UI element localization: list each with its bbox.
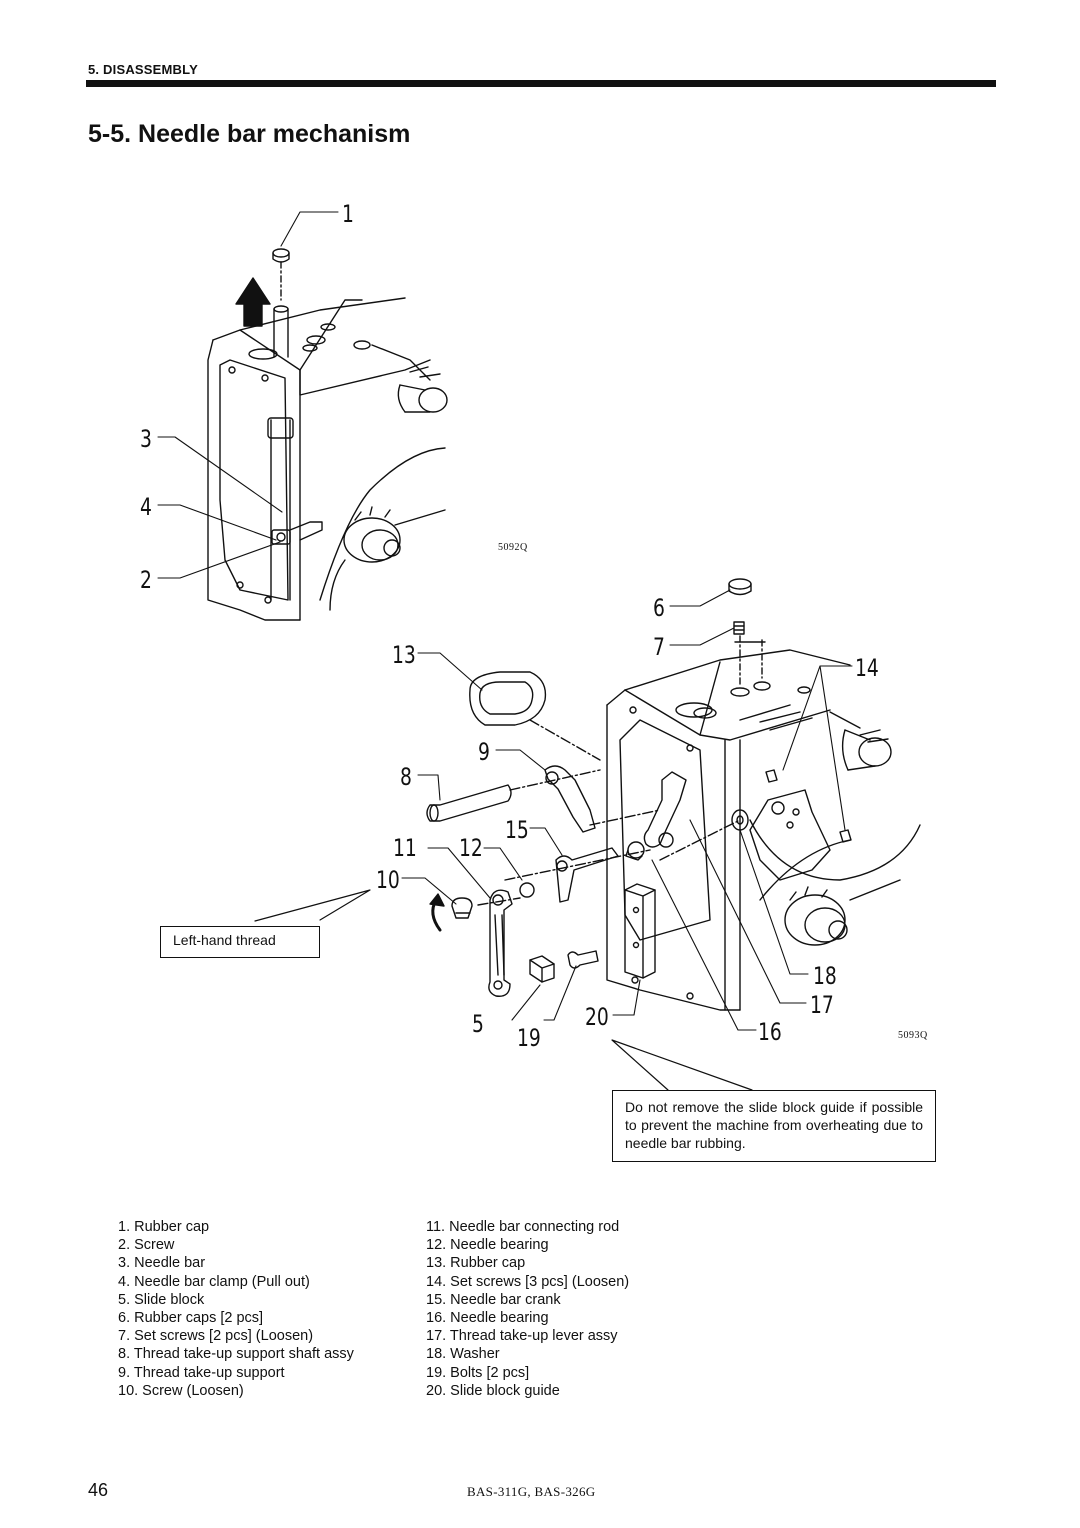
slide-block-guide-note: Do not remove the slide block guide if p… <box>612 1090 936 1162</box>
callout-7: 7 <box>653 633 665 661</box>
callout-11: 11 <box>393 834 417 862</box>
parts-list-item: 6. Rubber caps [2 pcs] <box>118 1310 264 1327</box>
parts-list-item: 20. Slide block guide <box>426 1382 560 1399</box>
callout-5: 5 <box>472 1010 484 1038</box>
parts-list-item: 11. Needle bar connecting rod <box>426 1219 620 1235</box>
callout-4: 4 <box>140 493 152 521</box>
section-rule <box>86 80 996 87</box>
parts-list-item: 1. Rubber cap <box>118 1219 210 1235</box>
callout-16: 16 <box>758 1018 782 1046</box>
callout-19: 19 <box>517 1024 541 1052</box>
parts-list-item: 7. Set screws [2 pcs] (Loosen) <box>118 1328 314 1345</box>
callout-12: 12 <box>459 834 483 862</box>
page-number: 46 <box>88 1480 109 1500</box>
callout-9: 9 <box>478 738 490 766</box>
callout-2: 2 <box>140 566 152 594</box>
callout-18: 18 <box>813 962 837 990</box>
callout-20: 20 <box>585 1003 609 1031</box>
parts-list-item: 15. Needle bar crank <box>426 1291 561 1308</box>
parts-list-item: 10. Screw (Loosen) <box>118 1382 244 1399</box>
callout-1: 1 <box>342 200 354 228</box>
parts-list-item: 16. Needle bearing <box>426 1310 549 1327</box>
parts-list-item: 2. Screw <box>118 1237 175 1254</box>
parts-list-item: 9. Thread take-up support <box>118 1364 285 1381</box>
parts-list-item: 13. Rubber cap <box>426 1255 526 1272</box>
parts-list-item: 18. Washer <box>426 1346 500 1363</box>
section-label: 5. DISASSEMBLY <box>88 62 198 77</box>
figure-code-top: 5092Q <box>498 542 528 553</box>
top-assembly-drawing <box>157 211 448 621</box>
left-hand-thread-note: Left-hand thread <box>160 926 320 958</box>
callout-17: 17 <box>810 991 834 1019</box>
callout-14: 14 <box>855 654 879 682</box>
bottom-assembly-drawing <box>254 578 921 1091</box>
parts-list-item: 8. Thread take-up support shaft assy <box>118 1346 354 1363</box>
parts-list-item: 4. Needle bar clamp (Pull out) <box>118 1273 310 1290</box>
callout-10: 10 <box>376 866 400 894</box>
parts-list-right: 11. Needle bar connecting rod 12. Needle… <box>426 1218 629 1400</box>
model-footer: BAS-311G, BAS-326G <box>467 1484 596 1499</box>
callout-3: 3 <box>140 425 152 453</box>
parts-list-item: 14. Set screws [3 pcs] (Loosen) <box>426 1273 630 1290</box>
callout-13: 13 <box>392 641 416 669</box>
parts-list-left: 1. Rubber cap 2. Screw 3. Needle bar 4. … <box>118 1218 354 1400</box>
figure-code-bottom: 5093Q <box>898 1030 928 1041</box>
callout-15: 15 <box>505 816 529 844</box>
callout-8: 8 <box>400 763 412 791</box>
parts-list-item: 5. Slide block <box>118 1291 205 1308</box>
parts-list-item: 17. Thread take-up lever assy <box>426 1328 618 1345</box>
page-title: 5-5. Needle bar mechanism <box>88 120 411 148</box>
parts-list-item: 19. Bolts [2 pcs] <box>426 1364 530 1381</box>
callout-6: 6 <box>653 594 665 622</box>
parts-list-item: 3. Needle bar <box>118 1255 206 1272</box>
parts-list-item: 12. Needle bearing <box>426 1237 549 1254</box>
